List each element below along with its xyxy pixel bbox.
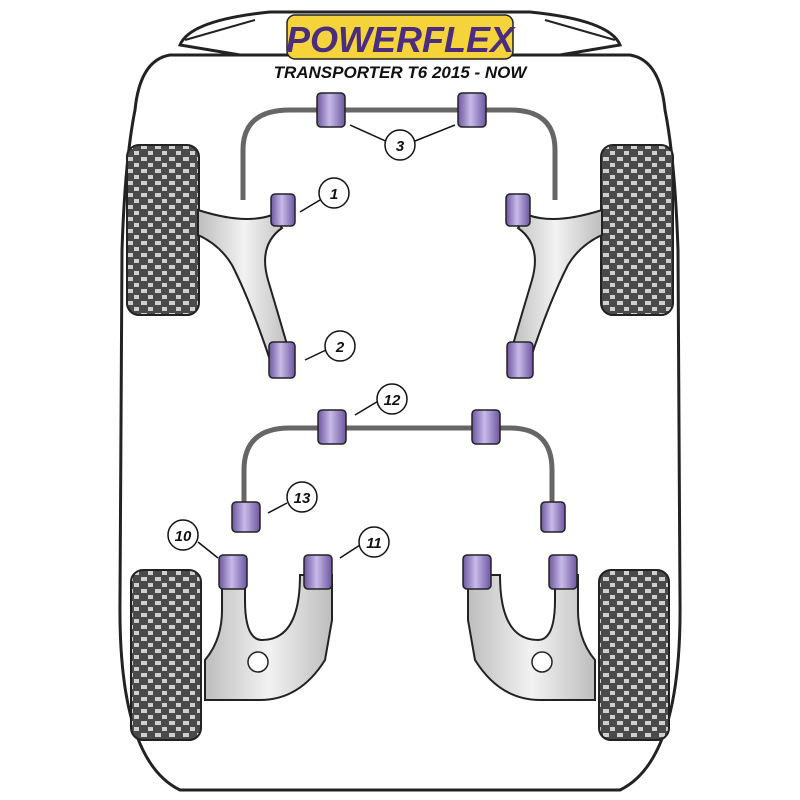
bushing-2-right (506, 341, 534, 379)
bushing-12-left (317, 409, 347, 445)
bushing-10-right (462, 554, 492, 590)
bushing-3-left (316, 92, 346, 128)
rear-right-arm (467, 574, 596, 701)
bushing-1-left (270, 193, 296, 227)
front-left-wishbone (197, 208, 292, 362)
leader-lines (197, 124, 456, 559)
svg-text:3: 3 (396, 138, 405, 155)
bushing-10-left (218, 554, 248, 590)
svg-text:13: 13 (294, 490, 311, 507)
callout-12: 12 (376, 383, 408, 415)
callout-3: 3 (384, 129, 416, 161)
bushing-1-right (505, 193, 531, 227)
svg-text:2: 2 (335, 339, 345, 356)
bushing-2-left (268, 341, 296, 379)
logo-text: POWERFLEX (286, 19, 516, 60)
svg-text:11: 11 (366, 535, 382, 552)
bushing-3-right (457, 92, 487, 128)
svg-text:12: 12 (384, 392, 401, 409)
bushing-11-left (303, 554, 333, 590)
callout-1: 1 (318, 177, 350, 209)
callout-13: 13 (286, 481, 318, 513)
powerflex-logo: POWERFLEX (286, 14, 516, 60)
bushing-11-right (548, 554, 578, 590)
bushing-12-right (471, 409, 501, 445)
rear-anti-roll-bar (241, 425, 555, 510)
front-anti-roll-bar (240, 107, 558, 200)
rear-right-tyre (598, 569, 670, 741)
svg-text:1: 1 (330, 186, 338, 203)
front-right-tyre (600, 144, 674, 316)
bushing-13-right (540, 501, 566, 533)
bushing-13-left (231, 501, 261, 533)
rear-left-tyre (130, 569, 202, 741)
callout-2: 2 (324, 330, 356, 362)
svg-text:10: 10 (175, 528, 192, 545)
callout-11: 11 (358, 526, 390, 558)
front-left-tyre (126, 144, 200, 316)
callout-10: 10 (167, 519, 199, 551)
rear-left-arm (204, 574, 333, 701)
bushings (218, 92, 578, 590)
vehicle-title: TRANSPORTER T6 2015 - NOW (274, 63, 529, 82)
